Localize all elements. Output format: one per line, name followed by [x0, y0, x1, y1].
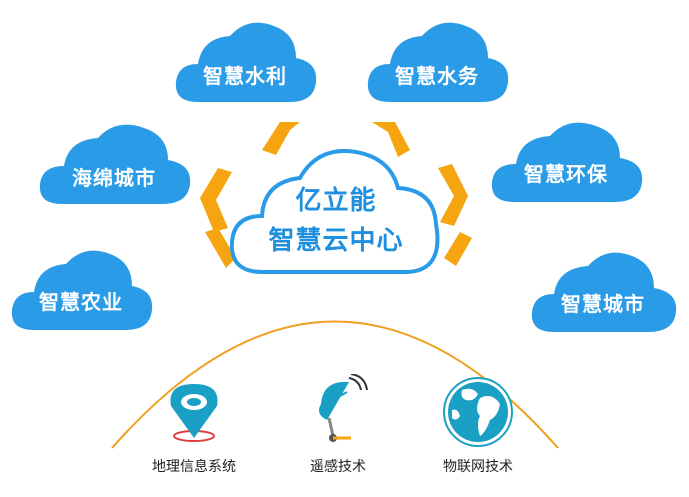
- center-cloud: 亿立能 智慧云中心: [222, 132, 450, 292]
- map-pin-icon: [170, 384, 218, 442]
- cloud-label: 智慧城市: [561, 292, 645, 316]
- tech-remote-sensing: 遥感技术: [268, 374, 408, 476]
- cloud-sponge-city: 海绵城市: [34, 118, 194, 210]
- tech-gis: 地理信息系统: [124, 378, 264, 476]
- cloud-label: 智慧环保: [524, 162, 608, 186]
- cloud-label: 智慧水务: [395, 64, 479, 88]
- cloud-smart-water-affairs: 智慧水务: [362, 16, 512, 108]
- satellite-dish-icon: [319, 374, 368, 442]
- center-title-line1: 亿立能: [295, 186, 377, 216]
- cloud-smart-agriculture: 智慧农业: [6, 244, 156, 336]
- cloud-smart-water-conservancy: 智慧水利: [170, 16, 320, 108]
- cloud-label: 智慧农业: [39, 290, 123, 314]
- tech-caption: 遥感技术: [310, 459, 366, 475]
- cloud-smart-city: 智慧城市: [526, 246, 680, 338]
- cloud-smart-env-protection: 智慧环保: [486, 116, 646, 208]
- tech-caption: 地理信息系统: [152, 459, 236, 475]
- cloud-label: 智慧水利: [203, 64, 287, 88]
- globe-icon: [443, 377, 513, 447]
- cloud-label: 海绵城市: [72, 166, 156, 190]
- center-title-line2: 智慧云中心: [268, 226, 404, 256]
- tech-caption: 物联网技术: [443, 459, 513, 475]
- tech-iot: 物联网技术: [408, 376, 548, 476]
